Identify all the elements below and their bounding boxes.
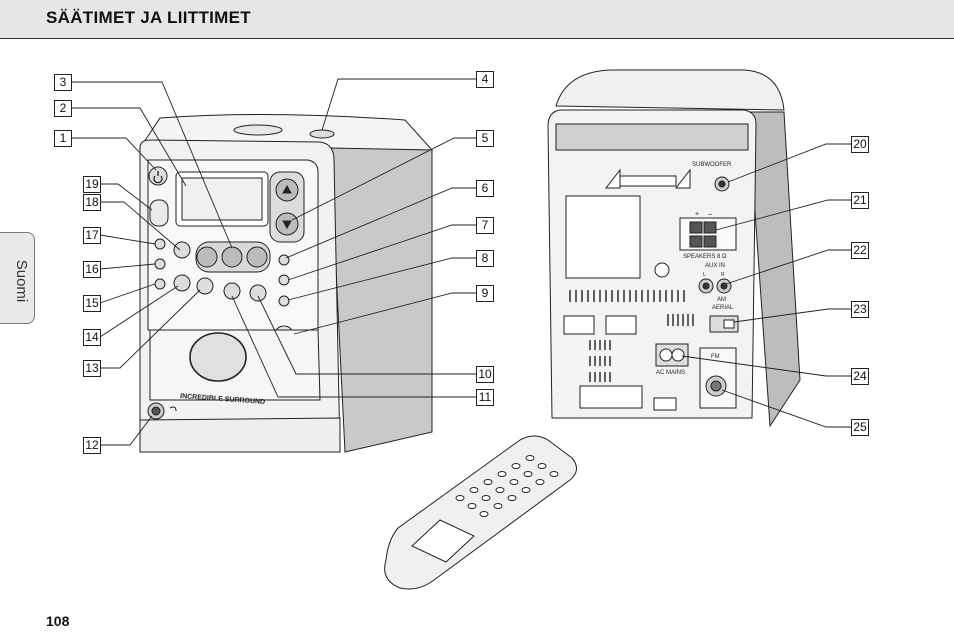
- front-unit: [139, 113, 434, 453]
- page-number: 108: [46, 613, 70, 629]
- callout-7: 7: [476, 217, 494, 234]
- speakers-label: SPEAKERS 8 Ω: [683, 254, 727, 260]
- rear-unit: [547, 69, 801, 428]
- callout-2: 2: [54, 100, 72, 117]
- minus-label: –: [708, 211, 712, 218]
- callout-25: 25: [851, 419, 869, 436]
- callout-11: 11: [476, 389, 494, 406]
- callout-1: 1: [54, 130, 72, 147]
- language-tab: [0, 232, 35, 324]
- callout-17: 17: [83, 227, 101, 244]
- callout-23: 23: [851, 301, 869, 318]
- am-label: AM: [717, 297, 726, 303]
- leader-lines: [71, 78, 851, 446]
- plus-label: +: [695, 211, 699, 218]
- page-header: SÄÄTIMET JA LIITTIMET: [0, 0, 954, 39]
- aux-in-label: AUX IN: [705, 263, 725, 269]
- remote-control: [384, 435, 577, 590]
- callout-13: 13: [83, 360, 101, 377]
- callout-9: 9: [476, 285, 494, 302]
- callout-8: 8: [476, 250, 494, 267]
- callout-22: 22: [851, 242, 869, 259]
- callout-20: 20: [851, 136, 869, 153]
- aux-l-label: L: [703, 272, 706, 278]
- callout-21: 21: [851, 192, 869, 209]
- callout-15: 15: [83, 295, 101, 312]
- callout-6: 6: [476, 180, 494, 197]
- callout-19: 19: [83, 176, 101, 193]
- callout-5: 5: [476, 130, 494, 147]
- ac-mains-label: AC MAINS: [656, 370, 685, 376]
- aerial-label: AERIAL: [712, 305, 734, 311]
- fm-label: FM: [711, 354, 720, 360]
- callout-18: 18: [83, 194, 101, 211]
- callout-4: 4: [476, 71, 494, 88]
- page-title: SÄÄTIMET JA LIITTIMET: [46, 8, 251, 27]
- callout-10: 10: [476, 366, 494, 383]
- callout-14: 14: [83, 329, 101, 346]
- subwoofer-label: SUBWOOFER: [692, 162, 732, 168]
- callout-24: 24: [851, 368, 869, 385]
- callout-16: 16: [83, 261, 101, 278]
- aux-r-label: R: [721, 272, 725, 278]
- callout-3: 3: [54, 74, 72, 91]
- callout-12: 12: [83, 437, 101, 454]
